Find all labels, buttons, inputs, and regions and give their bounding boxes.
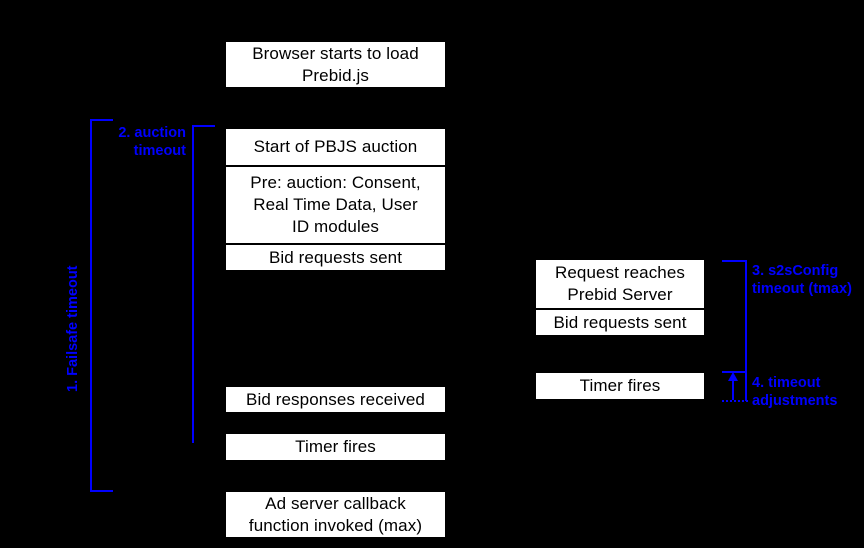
node-s2s-bid-requests-sent-label: Bid requests sent — [553, 312, 687, 332]
node-auction-start: Start of PBJS auction — [225, 128, 446, 166]
node-bid-responses-received-label: Bid responses received — [246, 389, 425, 409]
node-ad-server-callback-label: Ad server callback function invoked (max… — [248, 493, 423, 535]
failsafe-bracket-top-tick — [90, 119, 113, 121]
node-timer-fires-left: Timer fires — [225, 433, 446, 461]
node-pre-auction: Pre: auction: Consent, Real Time Data, U… — [225, 166, 446, 244]
node-browser-load-label: Browser starts to load Prebid.js — [252, 43, 419, 85]
timeout-adjust-arrow-shaft — [732, 380, 734, 400]
annotation-s2sconfig-timeout: 3. s2sConfig timeout (tmax) — [752, 263, 852, 297]
annotation-failsafe-timeout: 1. Failsafe timeout — [65, 265, 81, 392]
s2sconfig-bracket-spine — [745, 260, 747, 373]
node-s2s-bid-requests-sent: Bid requests sent — [535, 309, 705, 336]
node-request-reaches-prebid-server: Request reaches Prebid Server — [535, 259, 705, 309]
timeout-adjust-bracket-spine — [745, 371, 747, 401]
annotation-auction-timeout: 2. auction timeout — [118, 125, 186, 159]
node-timer-fires-right-label: Timer fires — [579, 376, 661, 395]
annotation-timeout-adjustments: 4. timeout adjustments — [752, 375, 838, 409]
node-request-reaches-prebid-server-label: Request reaches Prebid Server — [554, 263, 686, 304]
timeout-adjust-arrow-icon — [728, 372, 738, 381]
s2sconfig-bracket-top-tick — [722, 260, 747, 262]
node-bid-responses-received: Bid responses received — [225, 386, 446, 413]
node-timer-fires-right: Timer fires — [535, 372, 705, 400]
node-auction-start-label: Start of PBJS auction — [253, 137, 418, 156]
timeout-adjust-baseline — [722, 400, 748, 402]
failsafe-bracket-bottom-tick — [90, 490, 113, 492]
failsafe-bracket-spine — [90, 119, 92, 492]
node-bid-requests-sent: Bid requests sent — [225, 244, 446, 271]
node-bid-requests-sent-label: Bid requests sent — [268, 247, 403, 267]
auction-bracket-spine — [192, 125, 194, 443]
node-pre-auction-label: Pre: auction: Consent, Real Time Data, U… — [250, 173, 421, 236]
auction-bracket-top-tick — [192, 125, 215, 127]
node-timer-fires-left-label: Timer fires — [295, 437, 376, 456]
node-ad-server-callback: Ad server callback function invoked (max… — [225, 491, 446, 538]
node-browser-load: Browser starts to load Prebid.js — [225, 41, 446, 88]
